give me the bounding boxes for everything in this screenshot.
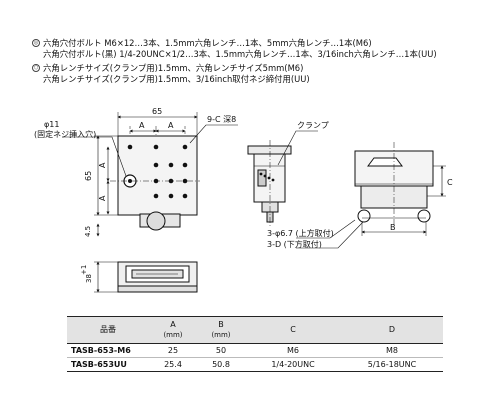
col-b-unit: (mm) bbox=[211, 331, 231, 339]
dim-b: B bbox=[390, 223, 396, 232]
note-3d: 3-D (下方取付) bbox=[267, 239, 322, 249]
cell-d: 5/16-18UNC bbox=[341, 357, 443, 372]
col-a-label: A bbox=[170, 320, 176, 329]
right-view bbox=[296, 142, 446, 249]
col-model: 品番 bbox=[67, 316, 149, 344]
accessory-text: 六角穴付ボルト M6×12…3本、1.5mm六角レンチ…1本、5mm六角レンチ…… bbox=[43, 38, 372, 48]
col-a-unit: (mm) bbox=[163, 331, 183, 339]
spec-table: 品番 A (mm) B (mm) C D TASB-653-M6 25 50 M… bbox=[67, 316, 443, 372]
accessory-text: 六角穴付ボルト(黒) 1/4-20UNC×1/2…3本、1.5mm六角レンチ…1… bbox=[43, 48, 437, 59]
cell-b: 50.8 bbox=[197, 357, 245, 372]
cell-c: 1/4-20UNC bbox=[245, 357, 341, 372]
dim-4-5: 4.5 bbox=[84, 226, 92, 237]
accessories-notes: ◎ 六角穴付ボルト M6×12…3本、1.5mm六角レンチ…1本、5mm六角レン… bbox=[32, 38, 472, 84]
dim-c: C bbox=[447, 178, 453, 187]
front-view bbox=[62, 112, 238, 237]
cell-d: M8 bbox=[341, 343, 443, 358]
bottom-view bbox=[94, 261, 198, 293]
cell-model: TASB-653-M6 bbox=[67, 343, 149, 358]
accessory-line: ◎ 六角穴付ボルト M6×12…3本、1.5mm六角レンチ…1本、5mm六角レン… bbox=[32, 38, 472, 49]
note-phi11-detail: (固定ネジ挿入穴) bbox=[34, 129, 96, 139]
note-3phi: 3-φ6.7 (上方取付) bbox=[267, 228, 334, 238]
table-row: TASB-653-M6 25 50 M6 M8 bbox=[67, 343, 443, 358]
dim-65-side: 65 bbox=[84, 171, 93, 181]
cell-c: M6 bbox=[245, 343, 341, 358]
cell-b: 50 bbox=[197, 343, 245, 358]
table-row: TASB-653UU 25.4 50.8 1/4-20UNC 5/16-18UN… bbox=[67, 357, 443, 372]
note-clamp: クランプ bbox=[297, 121, 329, 130]
accessory-text: 六角レンチサイズ(クランプ用)1.5mm、3/16inch取付ネジ締付用(UU) bbox=[43, 73, 310, 84]
dim-a-right: A bbox=[168, 121, 174, 130]
cell-a: 25.4 bbox=[149, 357, 197, 372]
side-view bbox=[247, 130, 318, 226]
accessory-line: ⬡ 六角レンチサイズ(クランプ用)1.5mm、六角レンチサイズ5mm(M6) bbox=[32, 63, 472, 74]
col-b-label: B bbox=[218, 320, 224, 329]
col-a: A (mm) bbox=[149, 316, 197, 344]
accessory-line: 六角穴付ボルト(黒) 1/4-20UNC×1/2…3本、1.5mm六角レンチ…1… bbox=[32, 49, 472, 60]
dim-a-side-top: A bbox=[98, 162, 107, 168]
dim-a-left: A bbox=[139, 121, 145, 130]
accessory-text: 六角レンチサイズ(クランプ用)1.5mm、六角レンチサイズ5mm(M6) bbox=[43, 63, 304, 73]
note-9c: 9-C 深8 bbox=[207, 115, 236, 124]
dim-38-tolerance: +1 bbox=[80, 265, 88, 275]
table-header-row: 品番 A (mm) B (mm) C D bbox=[67, 316, 443, 344]
cell-a: 25 bbox=[149, 343, 197, 358]
hex-wrench-icon: ⬡ bbox=[32, 64, 40, 72]
dim-a-side-bottom: A bbox=[98, 195, 107, 201]
dim-38: 38 bbox=[85, 274, 93, 283]
note-phi11: φ11 bbox=[44, 120, 59, 129]
bolt-icon: ◎ bbox=[32, 39, 40, 47]
dim-65-top: 65 bbox=[152, 107, 162, 116]
cell-model: TASB-653UU bbox=[67, 357, 149, 372]
col-c: C bbox=[245, 316, 341, 344]
col-b: B (mm) bbox=[197, 316, 245, 344]
accessory-line: 六角レンチサイズ(クランプ用)1.5mm、3/16inch取付ネジ締付用(UU) bbox=[32, 74, 472, 85]
col-d: D bbox=[341, 316, 443, 344]
